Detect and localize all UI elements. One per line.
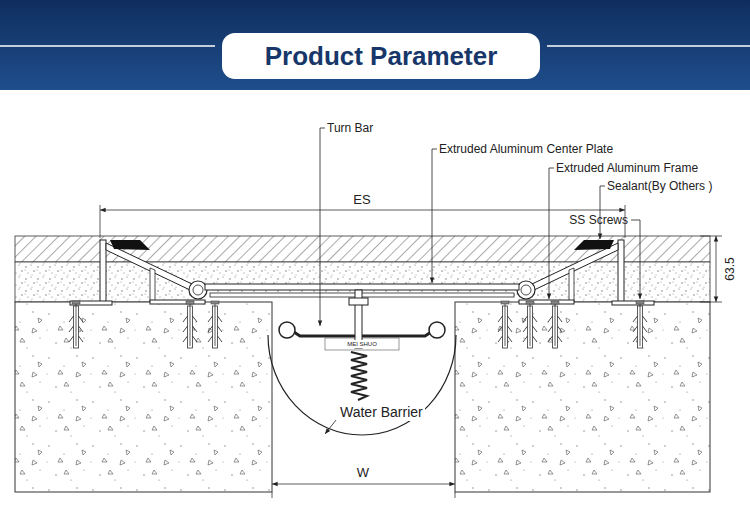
part-label: Turn Bar [327,121,373,135]
brand-mark: MEI SHUO [345,340,379,348]
part-label: Extruded Aluminum Center Plate [439,142,613,156]
page-title: Product Parameter [265,41,498,72]
part-label: Sealant(By Others ) [607,179,712,193]
part-label: Extruded Aluminum Frame [556,161,698,175]
title-pill: Product Parameter [222,33,540,79]
dimension-label: 63.5 [723,257,737,280]
part-label: SS Screws [569,213,628,227]
part-label: Water Barrier [338,404,425,421]
dimension-label: W [355,465,371,481]
dimension-label: ES [351,192,372,208]
